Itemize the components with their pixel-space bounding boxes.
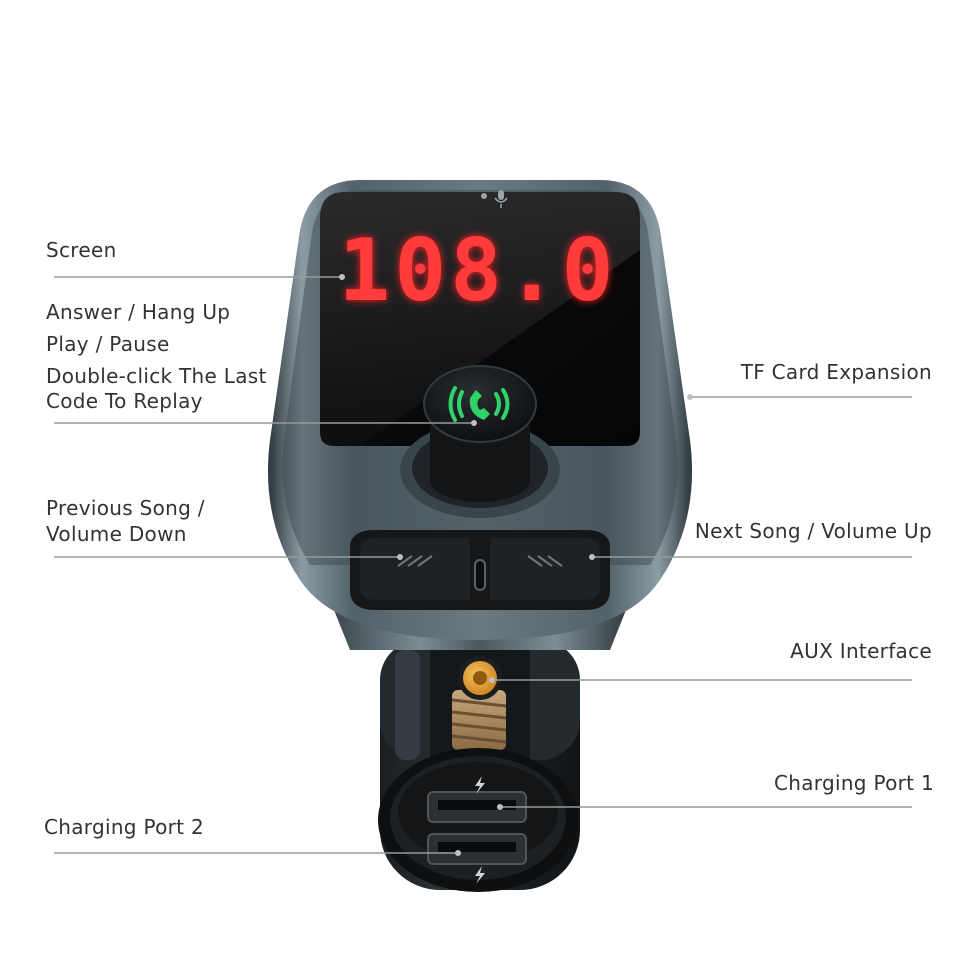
label-screen: Screen [46, 238, 117, 262]
leader-dots [339, 274, 693, 856]
label-play-pause: Play / Pause [46, 332, 170, 356]
microphone-icon [481, 190, 508, 208]
usb-c-icon [474, 559, 486, 591]
phone-call-icon [448, 386, 510, 422]
label-aux-interface: AUX Interface [790, 639, 932, 663]
frequency-display: 108.0 [339, 221, 618, 321]
previous-icon [397, 555, 433, 567]
label-answer-hang-up: Answer / Hang Up [46, 300, 231, 324]
charging-port-2[interactable] [427, 833, 527, 865]
next-icon [527, 555, 563, 567]
label-code-to-replay: Code To Replay [46, 389, 203, 413]
label-previous-song: Previous Song / [46, 496, 205, 520]
lightning-icon [475, 776, 485, 794]
aux-port[interactable] [458, 656, 502, 700]
label-volume-down: Volume Down [46, 522, 187, 546]
label-double-click: Double-click The Last [46, 364, 267, 388]
label-charging-port-2: Charging Port 2 [44, 815, 204, 839]
label-tf-card-expansion: TF Card Expansion [740, 360, 932, 384]
spring-connector [451, 690, 507, 750]
leader-lines [54, 276, 912, 854]
lightning-icon [475, 866, 485, 884]
label-charging-port-1: Charging Port 1 [774, 771, 934, 795]
next-button[interactable] [490, 538, 600, 600]
previous-button[interactable] [360, 538, 470, 600]
label-next-song: Next Song / Volume Up [694, 519, 932, 543]
